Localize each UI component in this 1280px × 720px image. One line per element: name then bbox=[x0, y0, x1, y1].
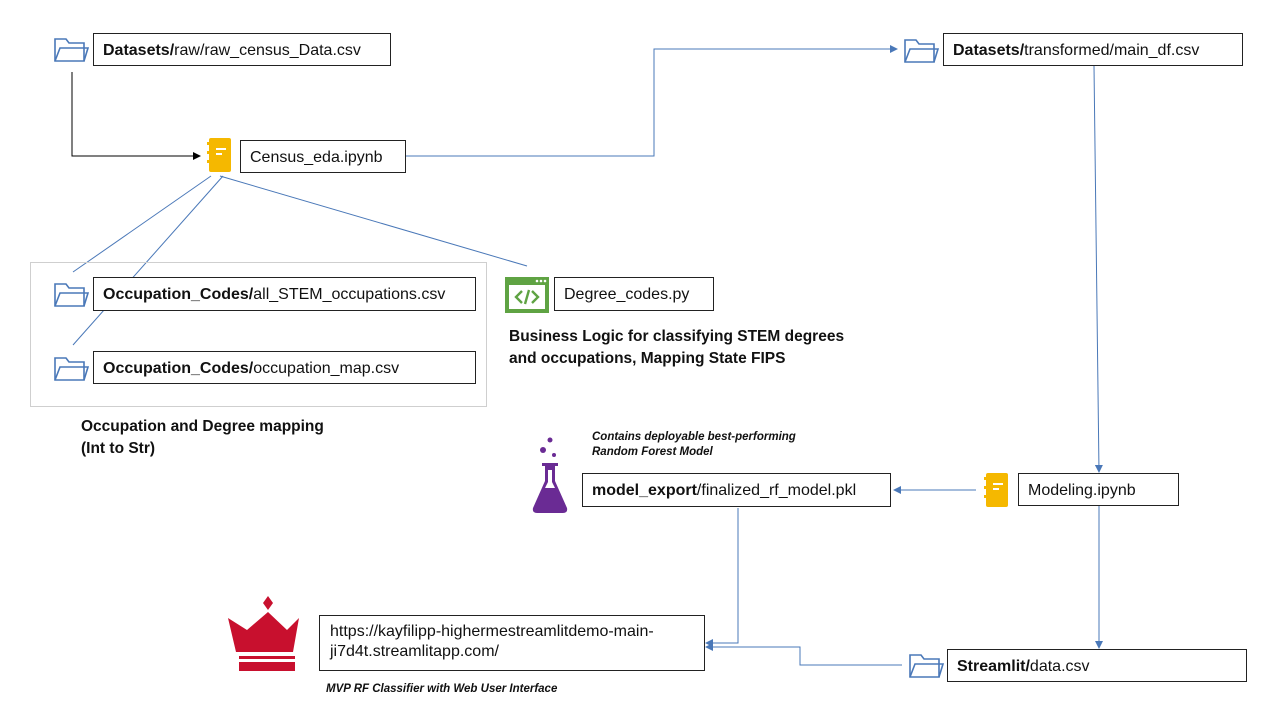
streamlit-data-path: data.csv bbox=[1029, 658, 1090, 675]
model-note-line-2: Random Forest Model bbox=[592, 446, 713, 458]
business-logic-caption: Business Logic for classifying STEM degr… bbox=[509, 326, 844, 370]
model-note: Contains deployable best-performing Rand… bbox=[592, 430, 796, 460]
degree-codes-label: Degree_codes.py bbox=[564, 286, 690, 303]
folder-icon bbox=[54, 38, 89, 62]
main-df-node: Datasets/transformed/main_df.csv bbox=[943, 33, 1243, 66]
model-export-prefix: model_export bbox=[592, 482, 697, 499]
main-df-path: transformed/main_df.csv bbox=[1024, 42, 1200, 59]
connector-model-to-app bbox=[705, 508, 739, 647]
connector-eda-to-maindf bbox=[406, 45, 898, 157]
census-eda-node: Census_eda.ipynb bbox=[240, 140, 406, 173]
connector-eda-to-stem bbox=[72, 175, 212, 273]
model-export-path: /finalized_rf_model.pkl bbox=[696, 482, 857, 499]
streamlit-data-prefix: Streamlit/ bbox=[957, 658, 1030, 675]
notebook-icon bbox=[207, 138, 231, 172]
mapping-caption: Occupation and Degree mapping (Int to St… bbox=[81, 416, 324, 460]
connector-streamlit-to-app bbox=[705, 643, 902, 666]
model-note-line-1: Contains deployable best-performing bbox=[592, 431, 796, 443]
occupation-map-prefix: Occupation_Codes/ bbox=[103, 360, 254, 377]
app-url-line-1: https://kayfilipp-highermestreamlitdemo-… bbox=[330, 623, 654, 640]
main-df-prefix: Datasets/ bbox=[953, 42, 1025, 59]
flask-icon bbox=[532, 437, 568, 513]
app-url-line-2: ji7d4t.streamlitapp.com/ bbox=[330, 643, 499, 660]
mapping-line-1: Occupation and Degree mapping bbox=[81, 418, 324, 435]
notebook-icon bbox=[984, 473, 1008, 507]
folder-icon bbox=[54, 357, 89, 381]
connector-raw-to-eda bbox=[71, 72, 201, 160]
connector-eda-to-map bbox=[72, 175, 224, 346]
raw-data-path: raw/raw_census_Data.csv bbox=[174, 42, 361, 59]
modeling-label: Modeling.ipynb bbox=[1028, 482, 1136, 499]
raw-data-node: Datasets/raw/raw_census_Data.csv bbox=[93, 33, 391, 66]
folder-icon bbox=[909, 654, 944, 678]
modeling-node: Modeling.ipynb bbox=[1018, 473, 1179, 506]
stem-occupations-prefix: Occupation_Codes/ bbox=[103, 286, 254, 303]
mapping-line-2: (Int to Str) bbox=[81, 440, 156, 457]
mvp-note-text: MVP RF Classifier with Web User Interfac… bbox=[326, 683, 558, 695]
code-window-icon bbox=[505, 277, 549, 313]
business-logic-line-2: and occupations, Mapping State FIPS bbox=[509, 350, 786, 367]
raw-data-prefix: Datasets/ bbox=[103, 42, 175, 59]
mapping-group-box bbox=[30, 262, 487, 407]
degree-codes-node: Degree_codes.py bbox=[554, 277, 714, 311]
occupation-map-node: Occupation_Codes/occupation_map.csv bbox=[93, 351, 476, 384]
crown-icon bbox=[228, 596, 299, 671]
connector-eda-to-degree bbox=[219, 175, 528, 267]
business-logic-line-1: Business Logic for classifying STEM degr… bbox=[509, 328, 845, 345]
census-eda-label: Census_eda.ipynb bbox=[250, 149, 383, 166]
occupation-map-path: occupation_map.csv bbox=[253, 360, 400, 377]
stem-occupations-node: Occupation_Codes/all_STEM_occupations.cs… bbox=[93, 277, 476, 311]
model-export-node: model_export/finalized_rf_model.pkl bbox=[582, 473, 891, 507]
folder-icon bbox=[54, 283, 89, 307]
streamlit-data-node: Streamlit/data.csv bbox=[947, 649, 1247, 682]
connector-maindf-to-modeling bbox=[1093, 65, 1103, 473]
folder-icon bbox=[904, 39, 939, 63]
stem-occupations-path: all_STEM_occupations.csv bbox=[253, 286, 446, 303]
mvp-note: MVP RF Classifier with Web User Interfac… bbox=[326, 682, 557, 697]
app-url-node: https://kayfilipp-highermestreamlitdemo-… bbox=[319, 615, 705, 671]
